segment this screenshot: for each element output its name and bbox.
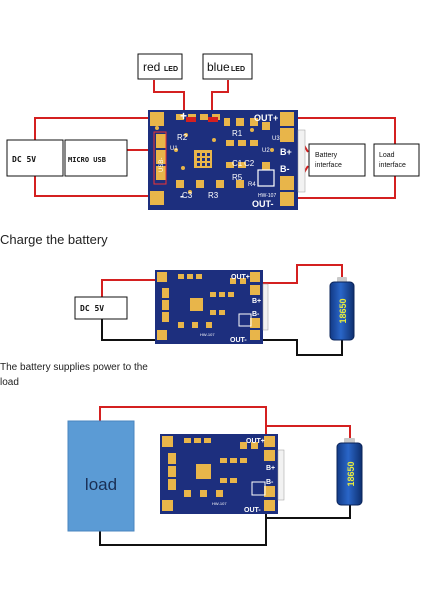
battery-charge-label: 18650 bbox=[338, 298, 348, 323]
board1-c2: C2 bbox=[244, 159, 255, 168]
board2-out-plus: OUT+ bbox=[231, 274, 250, 281]
board1-b-plus: B+ bbox=[280, 147, 292, 157]
board1-model: HW-107 bbox=[258, 193, 276, 199]
board3-b-minus: B- bbox=[266, 479, 274, 486]
board2-out-minus: OUT- bbox=[230, 337, 247, 344]
blue-led-sub: LED bbox=[231, 66, 245, 73]
board2-b-minus: B- bbox=[252, 311, 260, 318]
wire-charge-dc-minus bbox=[101, 318, 162, 341]
wire-blue-led bbox=[211, 80, 229, 118]
red-led-label-box: red LED bbox=[137, 53, 183, 80]
load-box: load bbox=[67, 420, 135, 532]
diagram-overview: red LED blue LED DC 5V MICRO USB bbox=[6, 53, 420, 210]
wire-charge-batt-minus bbox=[262, 339, 343, 356]
red-led-label: red bbox=[143, 60, 160, 74]
blue-led-label: blue bbox=[207, 60, 230, 74]
board1-r2: R2 bbox=[177, 133, 188, 142]
load-label: load bbox=[85, 475, 117, 494]
wire-load-plus-out bbox=[99, 406, 267, 438]
blue-led-label-box: blue LED bbox=[202, 53, 253, 80]
board3-b-plus: B+ bbox=[266, 465, 275, 472]
micro-usb-box: MICRO USB bbox=[64, 139, 128, 177]
board1-r4: R4 bbox=[248, 182, 256, 188]
wire-dc-minus bbox=[34, 167, 154, 197]
board1-r3: R3 bbox=[208, 191, 219, 200]
board2-b-plus: B+ bbox=[252, 298, 261, 305]
load-interface-label-line2: interface bbox=[379, 162, 406, 169]
wire-charge-dc-plus bbox=[101, 279, 162, 298]
section-supply-caption-line2: load bbox=[0, 377, 19, 388]
board-supply: OUT+ OUT- B+ B- HW-107 bbox=[160, 434, 285, 514]
micro-usb-label: MICRO USB bbox=[68, 156, 106, 164]
board1-u2: U2 bbox=[262, 148, 270, 154]
wire-dc-plus bbox=[34, 117, 154, 149]
wire-load-minus bbox=[284, 170, 396, 199]
battery-supply-label: 18650 bbox=[346, 461, 356, 486]
board3-model: HW-107 bbox=[212, 501, 227, 506]
board1-plus: + bbox=[180, 109, 187, 123]
board1-u3: U3 bbox=[272, 136, 280, 142]
dc-input-box: DC 5V bbox=[6, 139, 64, 177]
diagram-charge: DC 5V OUT+ OUT- B+ B bbox=[74, 264, 355, 356]
board1-out-plus: OUT+ bbox=[254, 113, 278, 123]
battery-charge: 18650 bbox=[329, 277, 355, 341]
wire-supply-batt-minus bbox=[265, 505, 351, 519]
board1-usb-tag: USB- bbox=[159, 158, 165, 172]
section-supply-caption-line1: The battery supplies power to the bbox=[0, 362, 148, 373]
red-led-sub: LED bbox=[164, 66, 178, 73]
board-charge: OUT+ OUT- B+ B- HW-107 bbox=[155, 270, 269, 344]
diagram-supply: load OUT+ OUT- B+ B- bbox=[67, 406, 363, 546]
wire-supply-batt-plus bbox=[265, 425, 351, 440]
board1-minus: - bbox=[180, 189, 184, 203]
battery-interface-label-line1: Battery bbox=[315, 152, 338, 159]
board1-r5: R5 bbox=[232, 173, 243, 182]
board3-out-plus: OUT+ bbox=[246, 438, 265, 445]
load-interface-box: Load interface bbox=[373, 143, 420, 177]
board1-out-minus: OUT- bbox=[252, 199, 274, 209]
wire-red-led bbox=[153, 80, 185, 118]
wire-charge-batt-plus bbox=[262, 264, 343, 284]
load-interface-label-line1: Load bbox=[379, 152, 395, 159]
board1-c1: C1 bbox=[232, 159, 243, 168]
section-charge-title: Charge the battery bbox=[0, 232, 108, 247]
board3-out-minus: OUT- bbox=[244, 507, 261, 514]
board2-model: HW-107 bbox=[200, 332, 215, 337]
wire-load-plus bbox=[284, 117, 396, 148]
board1-r1: R1 bbox=[232, 129, 243, 138]
board1-c3: C3 bbox=[182, 191, 193, 200]
charge-dc-box: DC 5V bbox=[74, 296, 128, 320]
board-large: + - OUT+ OUT- B+ B- R2 R1 C1 C2 R5 C3 R3… bbox=[148, 109, 306, 210]
board1-u1: U1 bbox=[170, 146, 178, 152]
battery-supply: 18650 bbox=[336, 438, 363, 506]
board1-b-minus: B- bbox=[280, 164, 290, 174]
charge-dc-label: DC 5V bbox=[80, 304, 104, 313]
wire-load-minus-out bbox=[99, 512, 267, 546]
battery-interface-label-line2: interface bbox=[315, 162, 342, 169]
dc-label: DC 5V bbox=[12, 155, 36, 164]
battery-interface-box: Battery interface bbox=[308, 143, 366, 177]
